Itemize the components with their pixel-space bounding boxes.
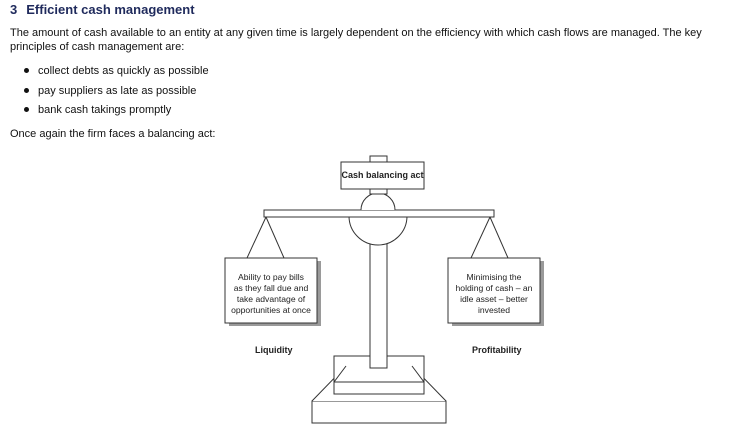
section-heading: 3 Efficient cash management <box>10 2 195 17</box>
scale-base <box>311 400 447 424</box>
left-pan-box <box>224 257 318 324</box>
scale-knob <box>360 192 396 211</box>
bullet-icon <box>24 107 29 112</box>
right-box-text: Minimising the holding of cash – an idle… <box>455 272 533 315</box>
profitability-caption: Profitability <box>472 345 522 355</box>
diagram-title: Cash balancing act <box>341 170 424 180</box>
list-item: collect debts as quickly as possible <box>24 64 209 84</box>
principles-list: collect debts as quickly as possible pay… <box>24 64 209 123</box>
bullet-icon <box>24 68 29 73</box>
left-box-text: Ability to pay bills as they fall due an… <box>231 272 311 315</box>
scale-column <box>369 231 388 369</box>
scale-beam <box>263 209 495 218</box>
intro-paragraph: The amount of cash available to an entit… <box>10 27 702 53</box>
bullet-icon <box>24 87 29 93</box>
lead-in-text: Once again the firm faces a balancing ac… <box>10 128 216 140</box>
diagram-title-box <box>340 161 425 190</box>
list-item: bank cash takings promptly <box>24 103 209 123</box>
scale-pivot <box>348 215 408 246</box>
liquidity-caption: Liquidity <box>255 345 293 355</box>
section-number: 3 <box>10 2 18 17</box>
right-pan-box <box>447 257 541 324</box>
list-item: pay suppliers as late as possible <box>24 84 209 104</box>
section-title: Efficient cash management <box>26 2 195 17</box>
